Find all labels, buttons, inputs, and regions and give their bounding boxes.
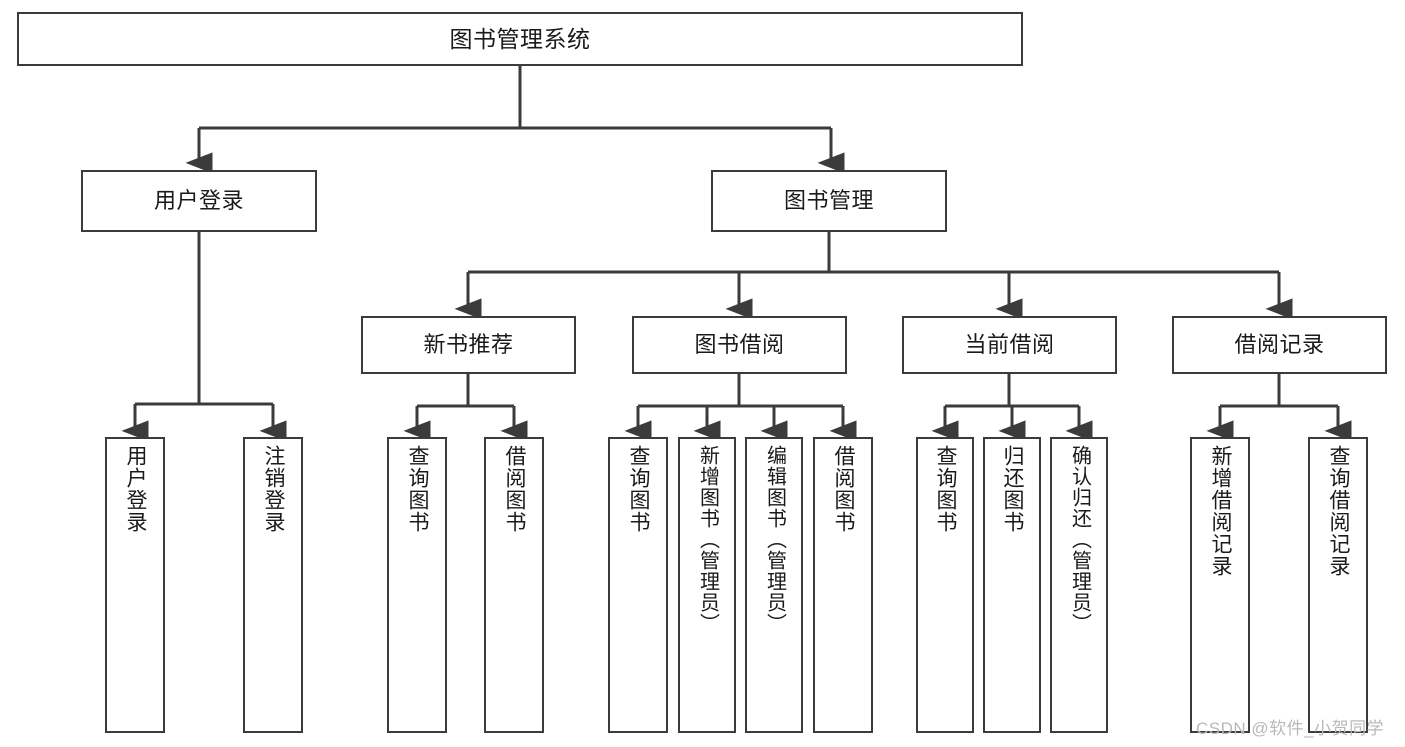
node-leaf-user-login-label: 用户登录 [124, 445, 148, 533]
node-leaf-add-book-label: 新增图书（管理员） [696, 445, 719, 634]
node-book-manage[interactable]: 图书管理 [711, 170, 947, 232]
node-leaf-borrow-book-rec[interactable]: 借阅图书 [484, 437, 544, 733]
node-leaf-query-book-cur[interactable]: 查询图书 [916, 437, 974, 733]
node-leaf-query-record[interactable]: 查询借阅记录 [1308, 437, 1368, 733]
node-leaf-query-record-label: 查询借阅记录 [1327, 445, 1351, 577]
node-book-manage-label: 图书管理 [783, 188, 874, 214]
node-user-login-label: 用户登录 [153, 188, 244, 214]
node-leaf-borrow-book[interactable]: 借阅图书 [813, 437, 873, 733]
node-book-borrow[interactable]: 图书借阅 [632, 316, 847, 374]
node-root-label: 图书管理系统 [449, 25, 591, 52]
node-leaf-query-book-rec[interactable]: 查询图书 [387, 437, 447, 733]
node-leaf-query-book-cur-label: 查询图书 [934, 445, 958, 533]
node-leaf-query-book-borrow-label: 查询图书 [627, 445, 651, 533]
node-leaf-query-book-rec-label: 查询图书 [406, 445, 430, 533]
node-borrow-record-label: 借阅记录 [1234, 332, 1325, 358]
node-leaf-add-book[interactable]: 新增图书（管理员） [678, 437, 736, 733]
node-new-book-rec[interactable]: 新书推荐 [361, 316, 576, 374]
node-leaf-return-book[interactable]: 归还图书 [983, 437, 1041, 733]
node-current-borrow[interactable]: 当前借阅 [902, 316, 1117, 374]
node-user-login[interactable]: 用户登录 [81, 170, 317, 232]
node-leaf-user-logout-label: 注销登录 [262, 445, 286, 533]
node-leaf-edit-book-label: 编辑图书（管理员） [763, 445, 786, 634]
csdn-watermark: CSDN @软件_小贺同学 [1196, 719, 1385, 738]
node-leaf-confirm-return[interactable]: 确认归还（管理员） [1050, 437, 1108, 733]
node-current-borrow-label: 当前借阅 [964, 332, 1055, 358]
node-leaf-user-logout[interactable]: 注销登录 [243, 437, 303, 733]
node-leaf-user-login[interactable]: 用户登录 [105, 437, 165, 733]
node-root[interactable]: 图书管理系统 [17, 12, 1023, 66]
node-leaf-add-record-label: 新增借阅记录 [1209, 445, 1233, 577]
node-leaf-confirm-return-label: 确认归还（管理员） [1068, 445, 1091, 634]
node-leaf-add-record[interactable]: 新增借阅记录 [1190, 437, 1250, 733]
node-leaf-borrow-book-label: 借阅图书 [832, 445, 856, 533]
node-leaf-borrow-book-rec-label: 借阅图书 [503, 445, 527, 533]
node-new-book-rec-label: 新书推荐 [423, 332, 514, 358]
node-leaf-edit-book[interactable]: 编辑图书（管理员） [745, 437, 803, 733]
node-borrow-record[interactable]: 借阅记录 [1172, 316, 1387, 374]
node-leaf-return-book-label: 归还图书 [1001, 445, 1025, 533]
node-leaf-query-book-borrow[interactable]: 查询图书 [608, 437, 668, 733]
node-book-borrow-label: 图书借阅 [694, 332, 785, 358]
